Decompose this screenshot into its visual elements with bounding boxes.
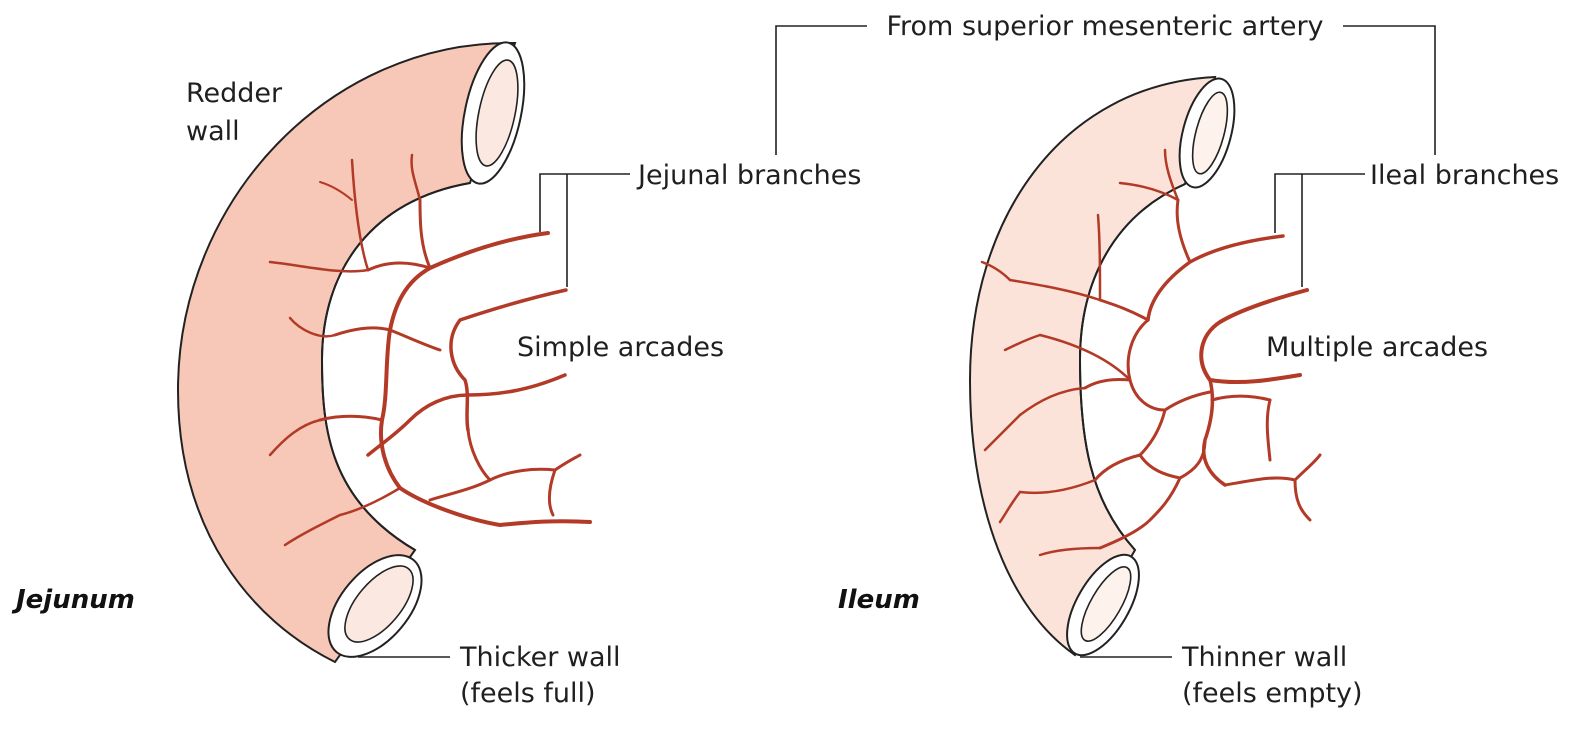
thicker-wall-label-line1: Thicker wall	[459, 642, 621, 673]
ileum-figure: Ileal branches Multiple arcades Thinner …	[838, 75, 1559, 709]
ileum-vessels	[980, 148, 1322, 557]
thinner-wall-label-line2: (feels empty)	[1182, 678, 1363, 709]
jejunum-vessels	[268, 153, 592, 547]
ileum-bottom-lumen	[1066, 553, 1140, 657]
ileum-top-lumen	[1178, 77, 1236, 189]
jejunum-bottom-lumen	[327, 554, 423, 658]
jejunum-figure: Redder wall Jejunal branches Simple arca…	[11, 41, 861, 709]
superior-mesenteric-bracket: From superior mesenteric artery	[775, 11, 1436, 155]
source-artery-label: From superior mesenteric artery	[886, 11, 1323, 42]
jejunum-title: Jejunum	[11, 585, 135, 615]
simple-arcades-label: Simple arcades	[517, 332, 724, 363]
ileum-title: Ileum	[838, 585, 920, 615]
ileal-branches-label: Ileal branches	[1370, 160, 1559, 191]
jejunum-top-lumen	[460, 41, 526, 185]
thinner-wall-label-line1: Thinner wall	[1181, 642, 1347, 673]
jejunal-branches-leader	[539, 173, 630, 232]
jejunal-branches-label: Jejunal branches	[636, 160, 861, 191]
ileum-wall	[968, 75, 1217, 657]
ileal-branches-leader	[1274, 173, 1365, 233]
thicker-wall-label-line2: (feels full)	[460, 678, 596, 709]
jejunum-mesentery	[320, 182, 471, 551]
multiple-arcades-label: Multiple arcades	[1266, 332, 1488, 363]
ileum-mesentery	[1078, 183, 1186, 551]
redder-label-line1: Redder	[186, 78, 283, 109]
redder-label-line2: wall	[186, 116, 240, 147]
